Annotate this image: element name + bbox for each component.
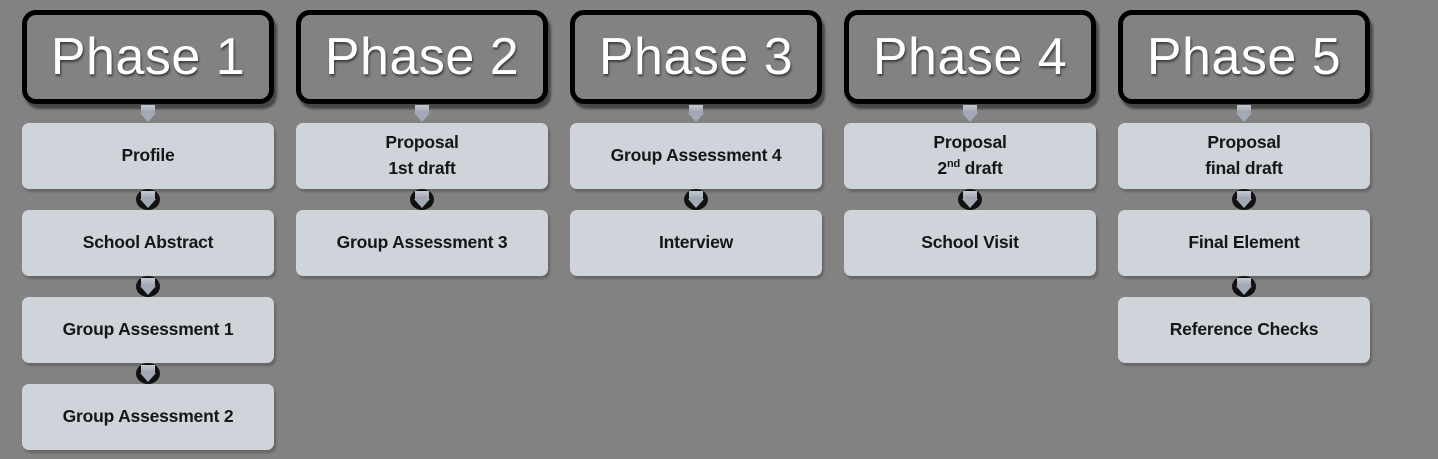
- arrow-head-shaft: [415, 191, 429, 200]
- task-box[interactable]: Group Assessment 1: [22, 297, 274, 363]
- arrow-tip: [962, 113, 978, 122]
- arrow-head-shaft: [141, 278, 155, 287]
- ordinal-suffix: nd: [946, 158, 961, 171]
- task-label: School Visit: [921, 232, 1019, 253]
- task-box[interactable]: Proposal 1st draft: [296, 123, 548, 189]
- task-label: Proposal: [385, 132, 459, 153]
- task-label: Final Element: [1188, 232, 1300, 253]
- arrow-tip: [140, 373, 156, 382]
- phase-header-1[interactable]: Phase 1: [22, 10, 274, 104]
- task-label: 1st draft: [388, 158, 456, 178]
- arrow-head-shaft: [689, 191, 703, 200]
- flow-arrow-connector: [844, 189, 1096, 210]
- arrow-down-icon: [688, 105, 704, 122]
- task-box[interactable]: Interview: [570, 210, 822, 276]
- flow-arrow-connector: [1118, 276, 1370, 297]
- arrow-tip: [140, 199, 156, 208]
- task-box[interactable]: Profile: [22, 123, 274, 189]
- task-label: Reference Checks: [1169, 319, 1319, 340]
- arrow-head-shaft: [141, 365, 155, 374]
- phase-header-label: Phase 2: [324, 28, 520, 86]
- arrow-down-icon: [1236, 278, 1252, 295]
- arrow-head-shaft: [1237, 278, 1251, 287]
- phase-header-4[interactable]: Phase 4: [844, 10, 1096, 104]
- task-box[interactable]: Final Element: [1118, 210, 1370, 276]
- arrow-down-icon: [962, 191, 978, 208]
- flow-arrow-connector: [22, 363, 274, 384]
- arrow-down-icon: [414, 105, 430, 122]
- task-box[interactable]: Group Assessment 3: [296, 210, 548, 276]
- arrow-down-icon: [1236, 191, 1252, 208]
- task-label: Proposal: [1207, 132, 1281, 153]
- flow-arrow-connector: [570, 189, 822, 210]
- phase-header-3[interactable]: Phase 3: [570, 10, 822, 104]
- task-label: Profile: [121, 145, 175, 166]
- phase-header-label: Phase 3: [598, 28, 794, 86]
- flow-arrow-connector: [22, 104, 274, 123]
- arrow-head-shaft: [141, 191, 155, 200]
- arrow-down-icon: [140, 365, 156, 382]
- arrow-head-shaft: [963, 105, 977, 114]
- task-box[interactable]: Group Assessment 2: [22, 384, 274, 450]
- arrow-down-icon: [1236, 105, 1252, 122]
- phase-column-3: Phase 3 Group Assessment 4 Interview: [570, 10, 822, 276]
- flow-arrow-connector: [844, 104, 1096, 123]
- task-label: School Abstract: [82, 232, 214, 253]
- arrow-down-icon: [140, 278, 156, 295]
- arrow-head-shaft: [1237, 105, 1251, 114]
- arrow-tip: [414, 199, 430, 208]
- arrow-down-icon: [962, 105, 978, 122]
- arrow-down-icon: [140, 105, 156, 122]
- arrow-down-icon: [414, 191, 430, 208]
- arrow-tip: [1236, 286, 1252, 295]
- flow-arrow-connector: [570, 104, 822, 123]
- arrow-tip: [962, 199, 978, 208]
- phase-header-2[interactable]: Phase 2: [296, 10, 548, 104]
- arrow-tip: [1236, 199, 1252, 208]
- arrow-down-icon: [688, 191, 704, 208]
- task-box[interactable]: Group Assessment 4: [570, 123, 822, 189]
- arrow-tip: [140, 286, 156, 295]
- arrow-tip: [414, 113, 430, 122]
- task-label: Group Assessment 4: [610, 145, 782, 166]
- flow-arrow-connector: [22, 189, 274, 210]
- task-label: Group Assessment 2: [62, 406, 234, 427]
- arrow-head-shaft: [1237, 191, 1251, 200]
- phase-header-label: Phase 4: [872, 28, 1068, 86]
- task-box[interactable]: Reference Checks: [1118, 297, 1370, 363]
- task-label: Group Assessment 3: [336, 232, 508, 253]
- arrow-tip: [688, 199, 704, 208]
- arrow-head-shaft: [141, 105, 155, 114]
- arrow-head-shaft: [415, 105, 429, 114]
- arrow-down-icon: [140, 191, 156, 208]
- arrow-tip: [140, 113, 156, 122]
- task-box[interactable]: School Abstract: [22, 210, 274, 276]
- phase-header-label: Phase 1: [50, 28, 246, 86]
- task-label: 2nd draft: [937, 158, 1003, 178]
- phase-header-label: Phase 5: [1146, 28, 1342, 86]
- flow-arrow-connector: [22, 276, 274, 297]
- flow-arrow-connector: [1118, 104, 1370, 123]
- arrow-head-shaft: [963, 191, 977, 200]
- task-label: Group Assessment 1: [62, 319, 234, 340]
- task-label: Proposal: [933, 132, 1007, 153]
- task-box[interactable]: Proposal final draft: [1118, 123, 1370, 189]
- arrow-tip: [1236, 113, 1252, 122]
- task-label: Interview: [658, 232, 734, 253]
- phase-header-5[interactable]: Phase 5: [1118, 10, 1370, 104]
- task-label: final draft: [1205, 158, 1283, 178]
- flow-arrow-connector: [296, 104, 548, 123]
- task-box[interactable]: Proposal 2nd draft: [844, 123, 1096, 189]
- task-box[interactable]: School Visit: [844, 210, 1096, 276]
- flow-arrow-connector: [1118, 189, 1370, 210]
- flow-arrow-connector: [296, 189, 548, 210]
- arrow-tip: [688, 113, 704, 122]
- arrow-head-shaft: [689, 105, 703, 114]
